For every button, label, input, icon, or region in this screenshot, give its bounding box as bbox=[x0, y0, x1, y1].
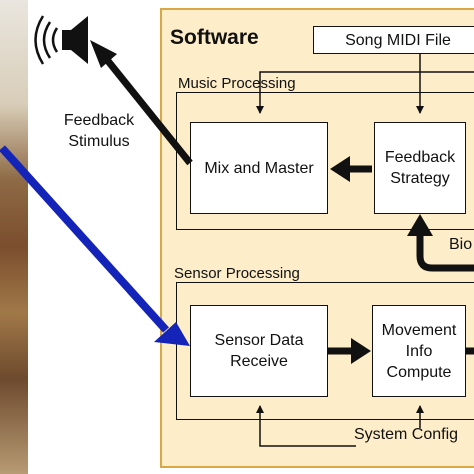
bio-feedback-arrow bbox=[407, 214, 474, 272]
song-file-connectors bbox=[256, 54, 474, 114]
movement-info-compute-block: Movement Info Compute bbox=[372, 305, 466, 397]
bio-label: Bio bbox=[449, 236, 473, 254]
feedback-stimulus-arrow bbox=[90, 40, 193, 166]
software-title: Software bbox=[170, 26, 259, 49]
sensor-processing-frame bbox=[176, 282, 474, 420]
mix-and-master-block: Mix and Master bbox=[190, 122, 328, 214]
speaker-icon bbox=[34, 15, 88, 65]
feedback-strategy-block: Feedback Strategy bbox=[374, 122, 466, 214]
feedback-stimulus-label: Feedback Stimulus bbox=[63, 112, 135, 150]
sensor-processing-label: Sensor Processing bbox=[174, 265, 300, 282]
music-processing-frame bbox=[176, 92, 474, 230]
music-processing-label: Music Processing bbox=[178, 75, 296, 92]
song-midi-file-box: Song MIDI File bbox=[313, 26, 474, 54]
receive-to-compute-arrow bbox=[328, 338, 371, 364]
strategy-to-mix-arrow bbox=[330, 156, 372, 182]
sensor-data-receive-block: Sensor Data Receive bbox=[190, 305, 328, 397]
sensor-input-arrow bbox=[0, 145, 190, 346]
system-config-label: System Config bbox=[354, 426, 459, 444]
background-photo bbox=[0, 0, 28, 474]
system-config-connectors bbox=[256, 405, 424, 447]
